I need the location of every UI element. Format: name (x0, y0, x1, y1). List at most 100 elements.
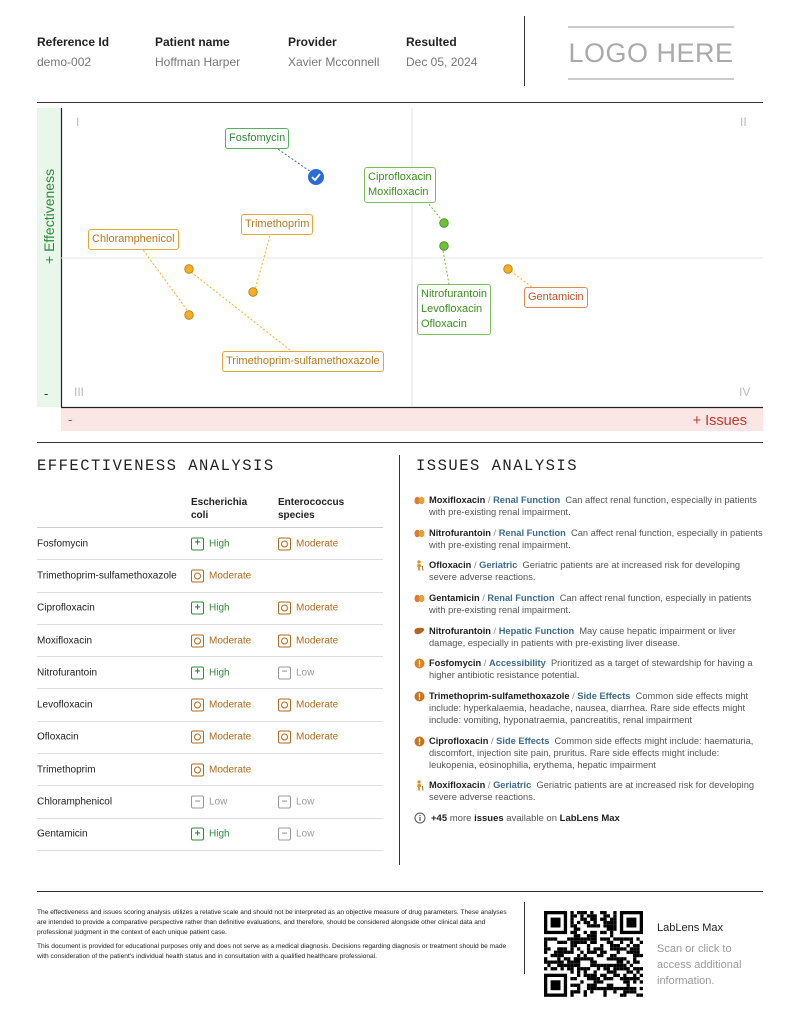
issue-separator: / (485, 495, 494, 505)
disclaimer-educational: This document is provided for educationa… (37, 942, 507, 960)
label-trimethoprim: Trimethoprim (241, 214, 314, 235)
x-axis-minus-label: - (68, 412, 72, 427)
drug-name: Levofloxacin (37, 699, 93, 711)
issue-text: Prioritized as a target of stewardship f… (429, 658, 753, 681)
effectiveness-table-header: Escherichia coli Enterococcus species (37, 494, 383, 528)
info-icon (414, 812, 426, 824)
patient-name-field: Patient name Hoffman Harper (155, 35, 240, 69)
rating-low: −Low (278, 827, 314, 841)
circle-box-icon (191, 698, 204, 712)
section-divider (399, 455, 400, 865)
alert-icon (414, 736, 425, 747)
label-gentamicin: Gentamicin (524, 287, 588, 308)
kidney-icon (414, 593, 425, 604)
plus-box-icon: + (191, 537, 204, 551)
point-trimethoprim-sulfamethoxazole[interactable] (184, 264, 194, 274)
point-gentamicin[interactable] (503, 264, 513, 274)
issue-text: May cause hepatic impairment or liver da… (429, 625, 736, 648)
liver-icon (414, 626, 425, 637)
circle-box-icon (278, 634, 291, 648)
chart-points (184, 169, 513, 320)
footer-rule (37, 891, 763, 892)
rating-label: Low (296, 796, 315, 808)
issue-separator: / (569, 690, 578, 701)
issue-category: Renal Function (498, 527, 566, 538)
chloramphenicol-leader (140, 246, 188, 311)
patient-name-value: Hoffman Harper (155, 55, 241, 69)
issue-drug: Moxifloxacin (429, 780, 486, 791)
disclaimer-scoring: The effectiveness and issues scoring ana… (37, 909, 507, 937)
reference-id-field: Reference Id demo-002 (37, 35, 109, 69)
issue-category: Geriatric (493, 780, 532, 791)
label-nitro-levo-oflox: Nitrofurantoin Levofloxacin Ofloxacin (417, 284, 492, 335)
circle-box-icon (191, 730, 204, 744)
qr-code[interactable] (544, 911, 645, 997)
rating-high: +High (191, 666, 230, 680)
point-trimethoprim[interactable] (248, 287, 258, 297)
drug-name: Trimethoprim-sulfamethoxazole (37, 570, 177, 582)
rating-high: +High (191, 827, 230, 841)
issue-item: Moxifloxacin / Renal Function Can affect… (414, 494, 764, 518)
rating-label: Low (209, 796, 228, 808)
rating-low: −Low (278, 666, 314, 680)
effectiveness-issues-chart: I II III IV + Effectiveness - - + Issues (37, 108, 763, 431)
plus-box-icon: + (191, 601, 204, 615)
chart-rule (37, 442, 763, 443)
point-ciprofloxacin-moxifloxacin[interactable] (439, 218, 449, 228)
check-icon (311, 173, 321, 182)
quadrant-3-label: III (74, 385, 84, 399)
issue-items: Moxifloxacin / Renal Function Can affect… (414, 494, 764, 804)
header-rule (37, 102, 763, 103)
rating-moderate: Moderate (191, 763, 251, 777)
issue-separator: / (485, 780, 494, 791)
rating-high: +High (191, 537, 230, 551)
circle-box-icon (191, 569, 204, 583)
resulted-label: Resulted (406, 35, 457, 49)
point-fosfomycin[interactable] (308, 169, 324, 185)
point-chloramphenicol[interactable] (184, 310, 194, 320)
nitro-leader (442, 250, 450, 285)
minus-box-icon: − (278, 795, 291, 809)
rating-label: High (209, 667, 230, 679)
issue-item: Ciprofloxacin / Side Effects Common side… (414, 735, 764, 771)
rating-moderate: Moderate (278, 698, 339, 712)
more-issues-note[interactable]: +45 more issues available on LabLens Max (414, 812, 764, 824)
circle-box-icon (278, 698, 291, 712)
scan-instruction[interactable]: Scan or click to access additional infor… (657, 943, 742, 987)
issue-category: Side Effects (577, 690, 631, 701)
rating-label: Moderate (296, 699, 339, 711)
rating-moderate: Moderate (191, 634, 252, 648)
quadrant-2-label: II (740, 115, 747, 129)
issue-drug: Fosfomycin (429, 658, 482, 669)
reference-id-label: Reference Id (37, 35, 110, 49)
label-ofloxacin: Ofloxacin (421, 317, 467, 330)
drug-name: Trimethoprim (37, 764, 96, 776)
drug-name: Gentamicin (37, 828, 88, 840)
effectiveness-axis-band (37, 108, 61, 407)
issues-title: ISSUES ANALYSIS (416, 457, 579, 475)
issue-separator: / (490, 625, 499, 636)
circle-box-icon (191, 763, 204, 777)
disclaimer: The effectiveness and issues scoring ana… (37, 908, 511, 965)
patient-name-label: Patient name (155, 35, 230, 49)
rating-label: Moderate (296, 635, 339, 647)
reference-id-value: demo-002 (37, 55, 92, 69)
rating-moderate: Moderate (191, 730, 251, 744)
point-nitrofurantoin-levofloxacin-ofloxacin[interactable] (439, 241, 449, 251)
resulted-field: Resulted Dec 05, 2024 (406, 35, 477, 69)
header-divider (524, 16, 525, 86)
issue-drug: Moxifloxacin (429, 495, 486, 505)
rating-high: +High (191, 601, 230, 615)
effectiveness-title: EFFECTIVENESS ANALYSIS (37, 457, 275, 475)
issue-drug: Gentamicin (429, 592, 480, 603)
provider-label: Provider (288, 35, 337, 49)
issue-text: Geriatric patients are at increased risk… (429, 560, 741, 583)
rating-label: Moderate (209, 635, 252, 647)
issue-item: Trimethoprim-sulfamethoxazole / Side Eff… (414, 690, 764, 726)
